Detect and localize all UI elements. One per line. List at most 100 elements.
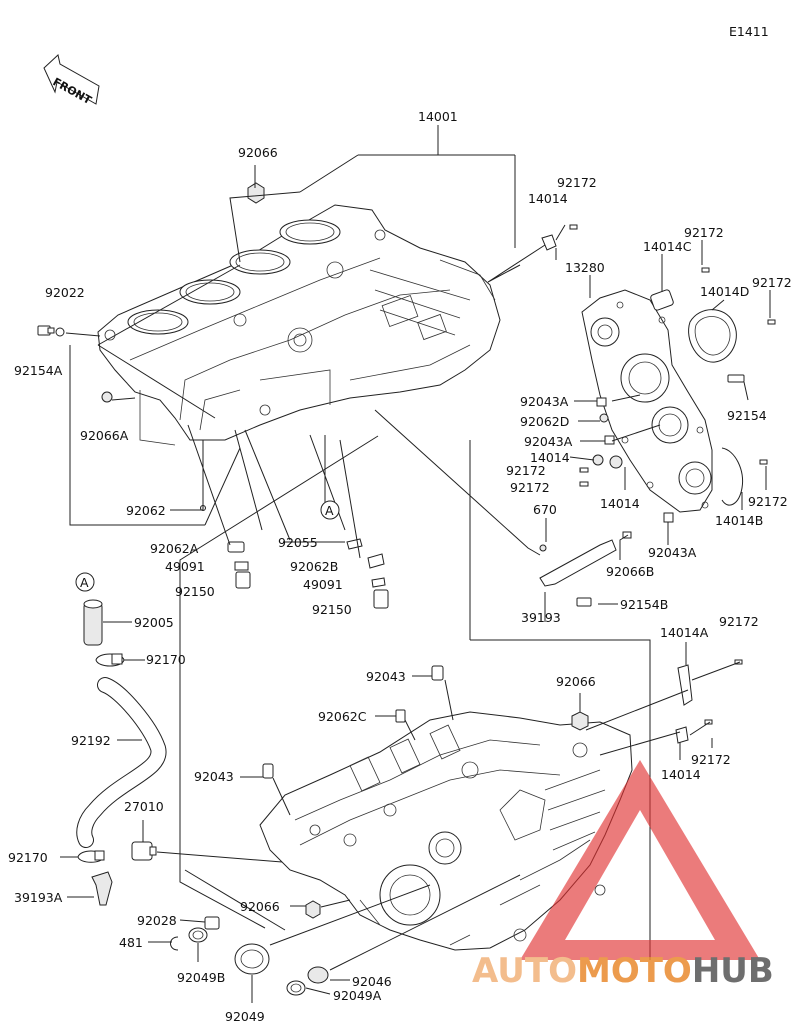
nut-92066-top xyxy=(247,182,265,204)
label-92043A-3: 92043A xyxy=(648,545,697,560)
label-92043A-2: 92043A xyxy=(524,434,573,449)
watermark-part2: MOTO xyxy=(577,951,692,991)
label-92005: 92005 xyxy=(134,615,174,630)
watermark-triangle-icon xyxy=(520,760,760,960)
clamp-92170-bottom xyxy=(77,850,105,863)
label-92049A: 92049A xyxy=(333,988,382,1003)
label-92066-mid: 92066 xyxy=(240,899,280,914)
label-14001: 14001 xyxy=(418,109,458,124)
bearing-92049B xyxy=(188,927,208,943)
cover-small-parts xyxy=(569,224,776,725)
bracket-14014-bottom xyxy=(675,726,689,744)
label-92046: 92046 xyxy=(352,974,392,989)
circlip-481 xyxy=(170,936,179,951)
label-49091-left: 49091 xyxy=(165,559,205,574)
label-92062B: 92062B xyxy=(290,559,338,574)
label-92062: 92062 xyxy=(126,503,166,518)
callout-A-top: A xyxy=(320,500,340,520)
fitting-92062B xyxy=(367,553,385,569)
label-92055: 92055 xyxy=(278,535,318,550)
svg-text:A: A xyxy=(80,575,89,590)
svg-text:A: A xyxy=(325,503,334,518)
label-92066-top: 92066 xyxy=(238,145,278,160)
label-92170-bottom: 92170 xyxy=(8,850,48,865)
label-92062C: 92062C xyxy=(318,709,367,724)
seal-92049A xyxy=(286,980,306,996)
nut-92066-mid xyxy=(305,900,321,919)
label-14014-bottom: 14014 xyxy=(661,767,701,782)
bearing-92046 xyxy=(307,966,329,984)
label-92043-left: 92043 xyxy=(194,769,234,784)
oring-49091-left xyxy=(234,561,249,571)
clamp-92170-top xyxy=(95,653,125,667)
label-481: 481 xyxy=(119,935,143,950)
pipe-92055 xyxy=(346,538,363,550)
oring-49091-right xyxy=(371,577,386,588)
label-92028: 92028 xyxy=(137,913,177,928)
svg-text:AUTOMOTOHUB: AUTOMOTOHUB xyxy=(472,951,774,991)
label-670: 670 xyxy=(533,502,557,517)
front-arrow-icon: FRONT xyxy=(43,54,100,107)
label-92172-c: 92172 xyxy=(752,275,792,290)
label-92172-g: 92172 xyxy=(719,614,759,629)
label-92154A: 92154A xyxy=(14,363,63,378)
label-92172-b: 92172 xyxy=(684,225,724,240)
washer-670 xyxy=(539,544,547,552)
dowel-92043-mid xyxy=(431,665,444,681)
fitting-39193A xyxy=(91,871,113,906)
label-92043A-1: 92043A xyxy=(520,394,569,409)
label-14014C: 14014C xyxy=(643,239,692,254)
plate-14014C xyxy=(650,289,674,311)
lower-crankcase xyxy=(259,711,633,951)
label-92172-h: 92172 xyxy=(691,752,731,767)
bolt-92150-right xyxy=(373,589,389,609)
label-92170-top: 92170 xyxy=(146,652,186,667)
leader-lines xyxy=(60,125,771,1003)
part-labels: 14001 92066 92022 92154A 92066A 92062 92… xyxy=(8,109,792,1024)
nut-92066-bottom xyxy=(571,711,589,731)
label-92150-right: 92150 xyxy=(312,602,352,617)
label-14014-top: 14014 xyxy=(528,191,568,206)
label-14014-mid: 14014 xyxy=(530,450,570,465)
plug-92066A xyxy=(101,391,113,403)
gasket-14014B xyxy=(721,447,744,506)
upper-crankcase xyxy=(97,204,501,446)
bracket-14014-top xyxy=(541,234,557,251)
sensor-27010 xyxy=(131,841,157,861)
label-14014D: 14014D xyxy=(700,284,749,299)
crankcase-cover-13280 xyxy=(581,289,713,513)
watermark-part1: AUTO xyxy=(472,951,577,991)
label-92066A: 92066A xyxy=(80,428,129,443)
watermark-part3: HUB xyxy=(692,951,774,991)
automotohub-watermark: AUTOMOTOHUB xyxy=(472,760,774,991)
label-92043-mid: 92043 xyxy=(366,669,406,684)
label-49091-right: 49091 xyxy=(303,577,343,592)
label-92066-bottom: 92066 xyxy=(556,674,596,689)
label-92062A: 92062A xyxy=(150,541,199,556)
bracket-39193 xyxy=(539,539,617,607)
dowel-92028 xyxy=(204,916,220,930)
label-14014A: 14014A xyxy=(660,625,709,640)
washer-92022 xyxy=(55,327,65,337)
label-92172-e: 92172 xyxy=(510,480,550,495)
label-92022: 92022 xyxy=(45,285,85,300)
label-92154: 92154 xyxy=(727,408,767,423)
label-92150-left: 92150 xyxy=(175,584,215,599)
label-13280: 13280 xyxy=(565,260,605,275)
oil-seal-92049 xyxy=(234,943,270,975)
label-92049B: 92049B xyxy=(177,970,225,985)
label-14014B: 14014B xyxy=(715,513,763,528)
label-14014-right: 14014 xyxy=(600,496,640,511)
fitting-92062A xyxy=(227,541,245,553)
diagram-code: E1411 xyxy=(729,24,769,39)
label-92172-a: 92172 xyxy=(557,175,597,190)
label-92172-f: 92172 xyxy=(748,494,788,509)
dowel-92043-left xyxy=(262,763,274,779)
bolt-92154 xyxy=(727,374,745,383)
label-92062D: 92062D xyxy=(520,414,569,429)
label-92172-d: 92172 xyxy=(506,463,546,478)
pipe-92005 xyxy=(83,602,103,646)
bolt-92150-left xyxy=(235,571,251,589)
label-92066B: 92066B xyxy=(606,564,654,579)
